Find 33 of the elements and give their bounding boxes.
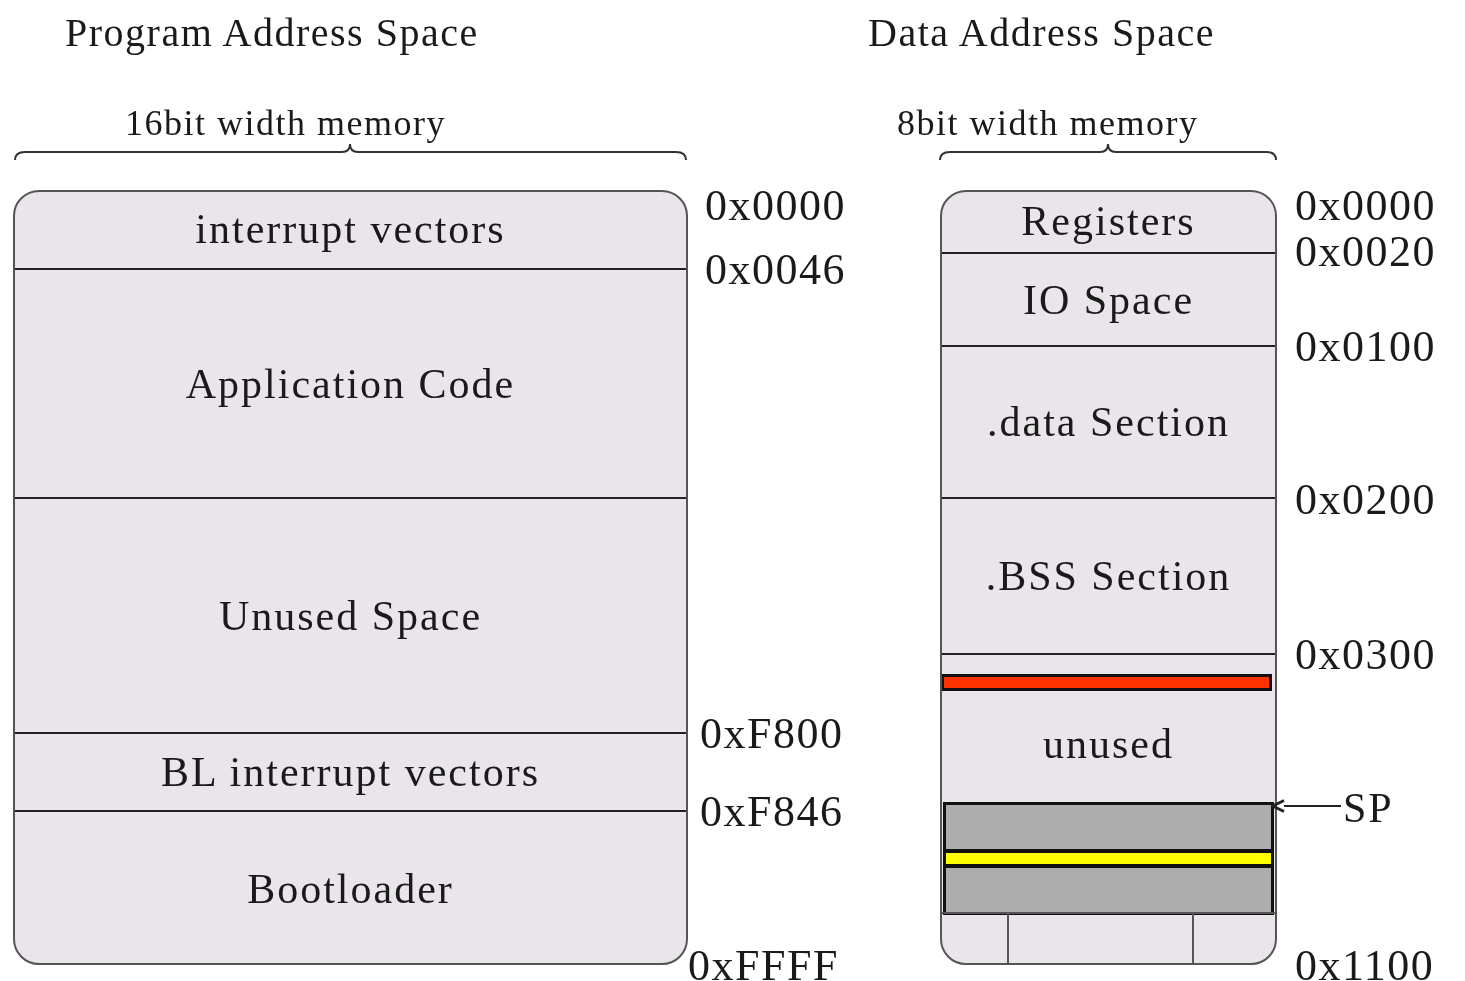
- section-label: .BSS Section: [985, 552, 1232, 600]
- section-label: BL interrupt vectors: [161, 748, 540, 796]
- section-label: .data Section: [987, 398, 1230, 446]
- section-label: unused: [1043, 720, 1174, 768]
- address-label: 0x0000: [705, 184, 846, 228]
- section-label: Registers: [1021, 197, 1196, 245]
- memory-cell: [942, 912, 1009, 963]
- address-label: 0x0020: [1295, 230, 1436, 274]
- section-label: Unused Space: [218, 591, 483, 640]
- memory-cell: [1007, 912, 1194, 963]
- heading: Data Address Space: [868, 13, 1215, 53]
- address-label: 0x1100: [1295, 944, 1435, 981]
- memory-map-panel: [940, 190, 1277, 965]
- address-label: 0x0200: [1295, 478, 1436, 522]
- address-label: 0x0000: [1295, 184, 1436, 228]
- address-label: 0xF846: [700, 790, 844, 834]
- memory-map-panel: [13, 190, 688, 965]
- memory-block: [943, 802, 1274, 852]
- address-label: 0xF800: [700, 712, 844, 756]
- heading: Program Address Space: [65, 13, 479, 53]
- brace-label: 16bit width memory: [125, 105, 446, 141]
- section-label: Bootloader: [247, 864, 454, 913]
- brace-label: 8bit width memory: [897, 105, 1199, 141]
- section-label: IO Space: [1022, 275, 1195, 324]
- memory-block: [942, 674, 1272, 691]
- address-label: 0x0300: [1295, 633, 1436, 677]
- address-label: 0xFFFF: [688, 944, 839, 981]
- section-label: interrupt vectors: [195, 205, 506, 253]
- memory-block: [943, 865, 1274, 915]
- address-label: 0x0046: [705, 248, 846, 292]
- section-label: Application Code: [185, 359, 516, 408]
- pointer-label: SP: [1343, 786, 1407, 830]
- address-label: 0x0100: [1295, 325, 1436, 369]
